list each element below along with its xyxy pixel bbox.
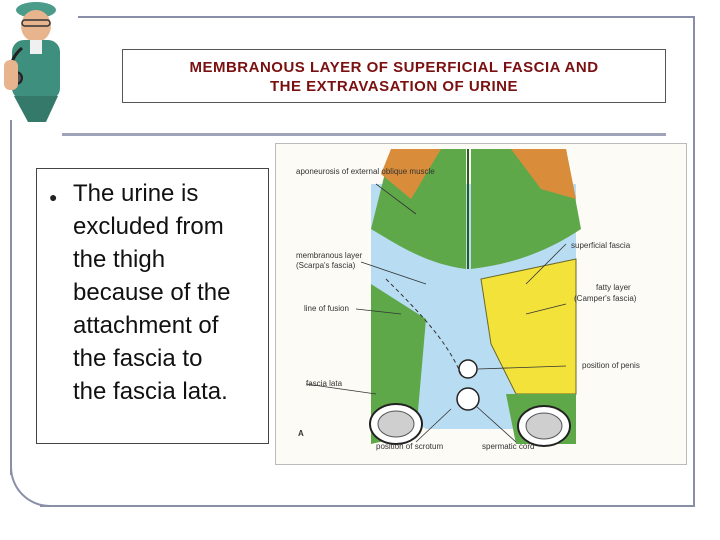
label-scarpas: (Scarpa's fascia) (296, 261, 356, 270)
bullet-line: excluded from (73, 213, 224, 240)
label-superficial-fascia: superficial fascia (571, 241, 631, 250)
label-position-of-penis: position of penis (582, 361, 640, 370)
slide-title: MEMBRANOUS LAYER OF SUPERFICIAL FASCIA A… (122, 49, 666, 103)
label-fascia-lata: fascia lata (306, 379, 343, 388)
bullet-line: the thigh (73, 246, 166, 273)
label-position-of-scrotum: position of scrotum (376, 442, 443, 451)
bullet-dot-icon: ● (49, 189, 58, 205)
doctor-clipart (4, 2, 60, 122)
title-line-2: THE EXTRAVASATION OF URINE (269, 78, 518, 95)
anatomy-figure: aponeurosis of external oblique muscle s… (275, 143, 687, 465)
bullet-line: The urine is (73, 180, 199, 207)
left-thigh-muscle (371, 284, 426, 444)
slide-frame-left (10, 120, 12, 475)
penis-section (458, 359, 478, 379)
label-campers: (Camper's fascia) (574, 294, 637, 303)
bullet-line: the fascia lata. (73, 378, 228, 405)
bullet-line: the fascia to (73, 345, 203, 372)
bullet-text: The urine is excluded from the thigh bec… (73, 177, 263, 408)
slide-frame-top (78, 16, 694, 18)
label-spermatic-cord: spermatic cord (482, 442, 534, 451)
spermatic-cord-section (456, 387, 480, 411)
slide-frame-bottom (40, 505, 695, 507)
label-fatty-layer: fatty layer (596, 283, 631, 292)
bullet-line: because of the (73, 279, 231, 306)
label-line-of-fusion: line of fusion (304, 304, 349, 313)
label-membranous-layer: membranous layer (296, 251, 363, 260)
anatomy-illustration: aponeurosis of external oblique muscle s… (296, 149, 640, 451)
title-line-1: MEMBRANOUS LAYER OF SUPERFICIAL FASCIA A… (189, 59, 599, 76)
right-oblique-orange (511, 149, 576, 199)
bullet-line: attachment of (73, 312, 219, 339)
bullet-box: ● The urine is excluded from the thigh b… (36, 168, 269, 444)
title-divider (62, 133, 666, 136)
slide-frame-right (693, 16, 695, 506)
label-aponeurosis: aponeurosis of external oblique muscle (296, 167, 435, 176)
left-oblique-orange (381, 149, 441, 199)
slide-frame-corner (10, 455, 62, 507)
label-panel-letter: A (298, 429, 304, 438)
